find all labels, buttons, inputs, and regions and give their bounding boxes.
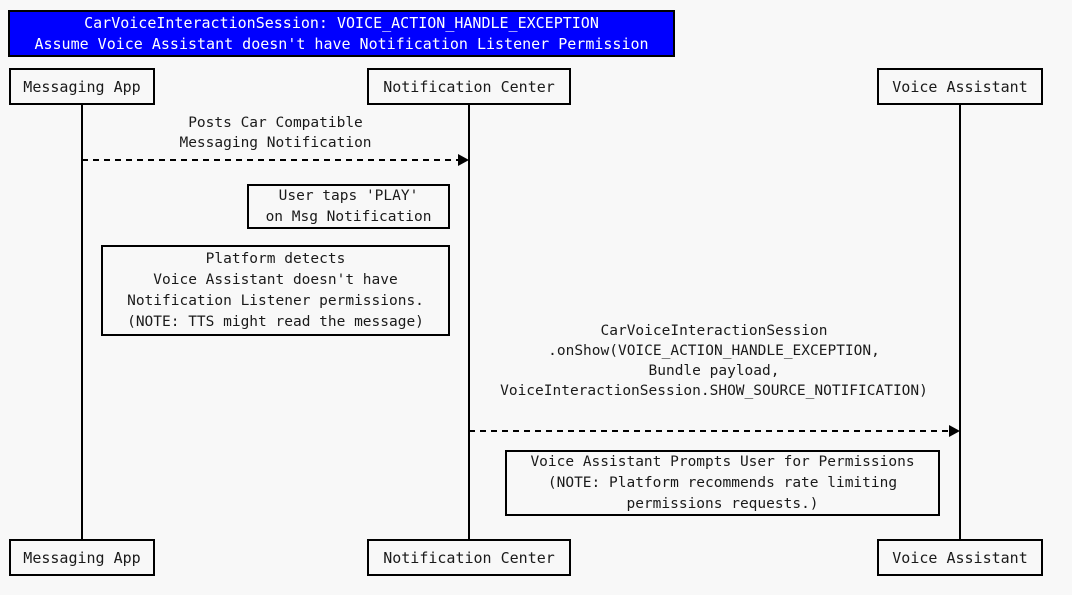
participant-label: Messaging App: [23, 77, 141, 96]
arrowhead-posts-notification: [458, 154, 469, 166]
diagram-title-banner: CarVoiceInteractionSession: VOICE_ACTION…: [8, 10, 675, 57]
message-arrow-onshow: [469, 430, 950, 432]
lifeline-messaging-app: [81, 104, 83, 540]
participant-top-voice-assistant[interactable]: Voice Assistant: [877, 68, 1043, 105]
message-label-line-2: Messaging Notification: [179, 135, 372, 151]
participant-label: Voice Assistant: [892, 548, 1028, 567]
participant-top-notification-center[interactable]: Notification Center: [367, 68, 571, 105]
participant-bottom-notification-center[interactable]: Notification Center: [367, 539, 571, 576]
message-arrow-posts-notification: [82, 159, 460, 161]
lifeline-notification-center: [468, 104, 470, 540]
message-label-posts-notification: Posts Car Compatible Messaging Notificat…: [82, 113, 469, 153]
note-line-2: on Msg Notification: [265, 208, 432, 225]
note-prompts-user-for-permissions: Voice Assistant Prompts User for Permiss…: [505, 450, 940, 516]
note-line-3: permissions requests.): [626, 495, 819, 512]
message-label-line-1: CarVoiceInteractionSession: [600, 323, 828, 339]
message-label-line-2: .onShow(VOICE_ACTION_HANDLE_EXCEPTION,: [548, 343, 880, 359]
participant-label: Messaging App: [23, 548, 141, 567]
title-line-2: Assume Voice Assistant doesn't have Noti…: [34, 34, 649, 53]
arrowhead-onshow: [949, 425, 960, 437]
participant-bottom-voice-assistant[interactable]: Voice Assistant: [877, 539, 1043, 576]
participant-bottom-messaging-app[interactable]: Messaging App: [9, 539, 155, 576]
note-line-4: (NOTE: TTS might read the message): [127, 313, 424, 330]
note-platform-detects: Platform detects Voice Assistant doesn't…: [101, 245, 450, 336]
message-label-line-1: Posts Car Compatible: [188, 115, 363, 131]
participant-label: Notification Center: [383, 77, 555, 96]
message-label-onshow: CarVoiceInteractionSession .onShow(VOICE…: [469, 321, 959, 401]
note-line-1: Platform detects: [205, 250, 346, 267]
message-label-line-3: Bundle payload,: [648, 363, 780, 379]
note-line-3: Notification Listener permissions.: [127, 292, 424, 309]
note-line-1: Voice Assistant Prompts User for Permiss…: [530, 453, 915, 470]
note-line-2: (NOTE: Platform recommends rate limiting: [547, 474, 898, 491]
note-user-taps-play: User taps 'PLAY' on Msg Notification: [247, 184, 450, 229]
participant-label: Notification Center: [383, 548, 555, 567]
title-line-1: CarVoiceInteractionSession: VOICE_ACTION…: [84, 13, 599, 32]
participant-label: Voice Assistant: [892, 77, 1028, 96]
note-line-2: Voice Assistant doesn't have: [153, 271, 398, 288]
participant-top-messaging-app[interactable]: Messaging App: [9, 68, 155, 105]
note-line-1: User taps 'PLAY': [278, 187, 419, 204]
message-label-line-4: VoiceInteractionSession.SHOW_SOURCE_NOTI…: [500, 383, 928, 399]
lifeline-voice-assistant: [959, 104, 961, 540]
